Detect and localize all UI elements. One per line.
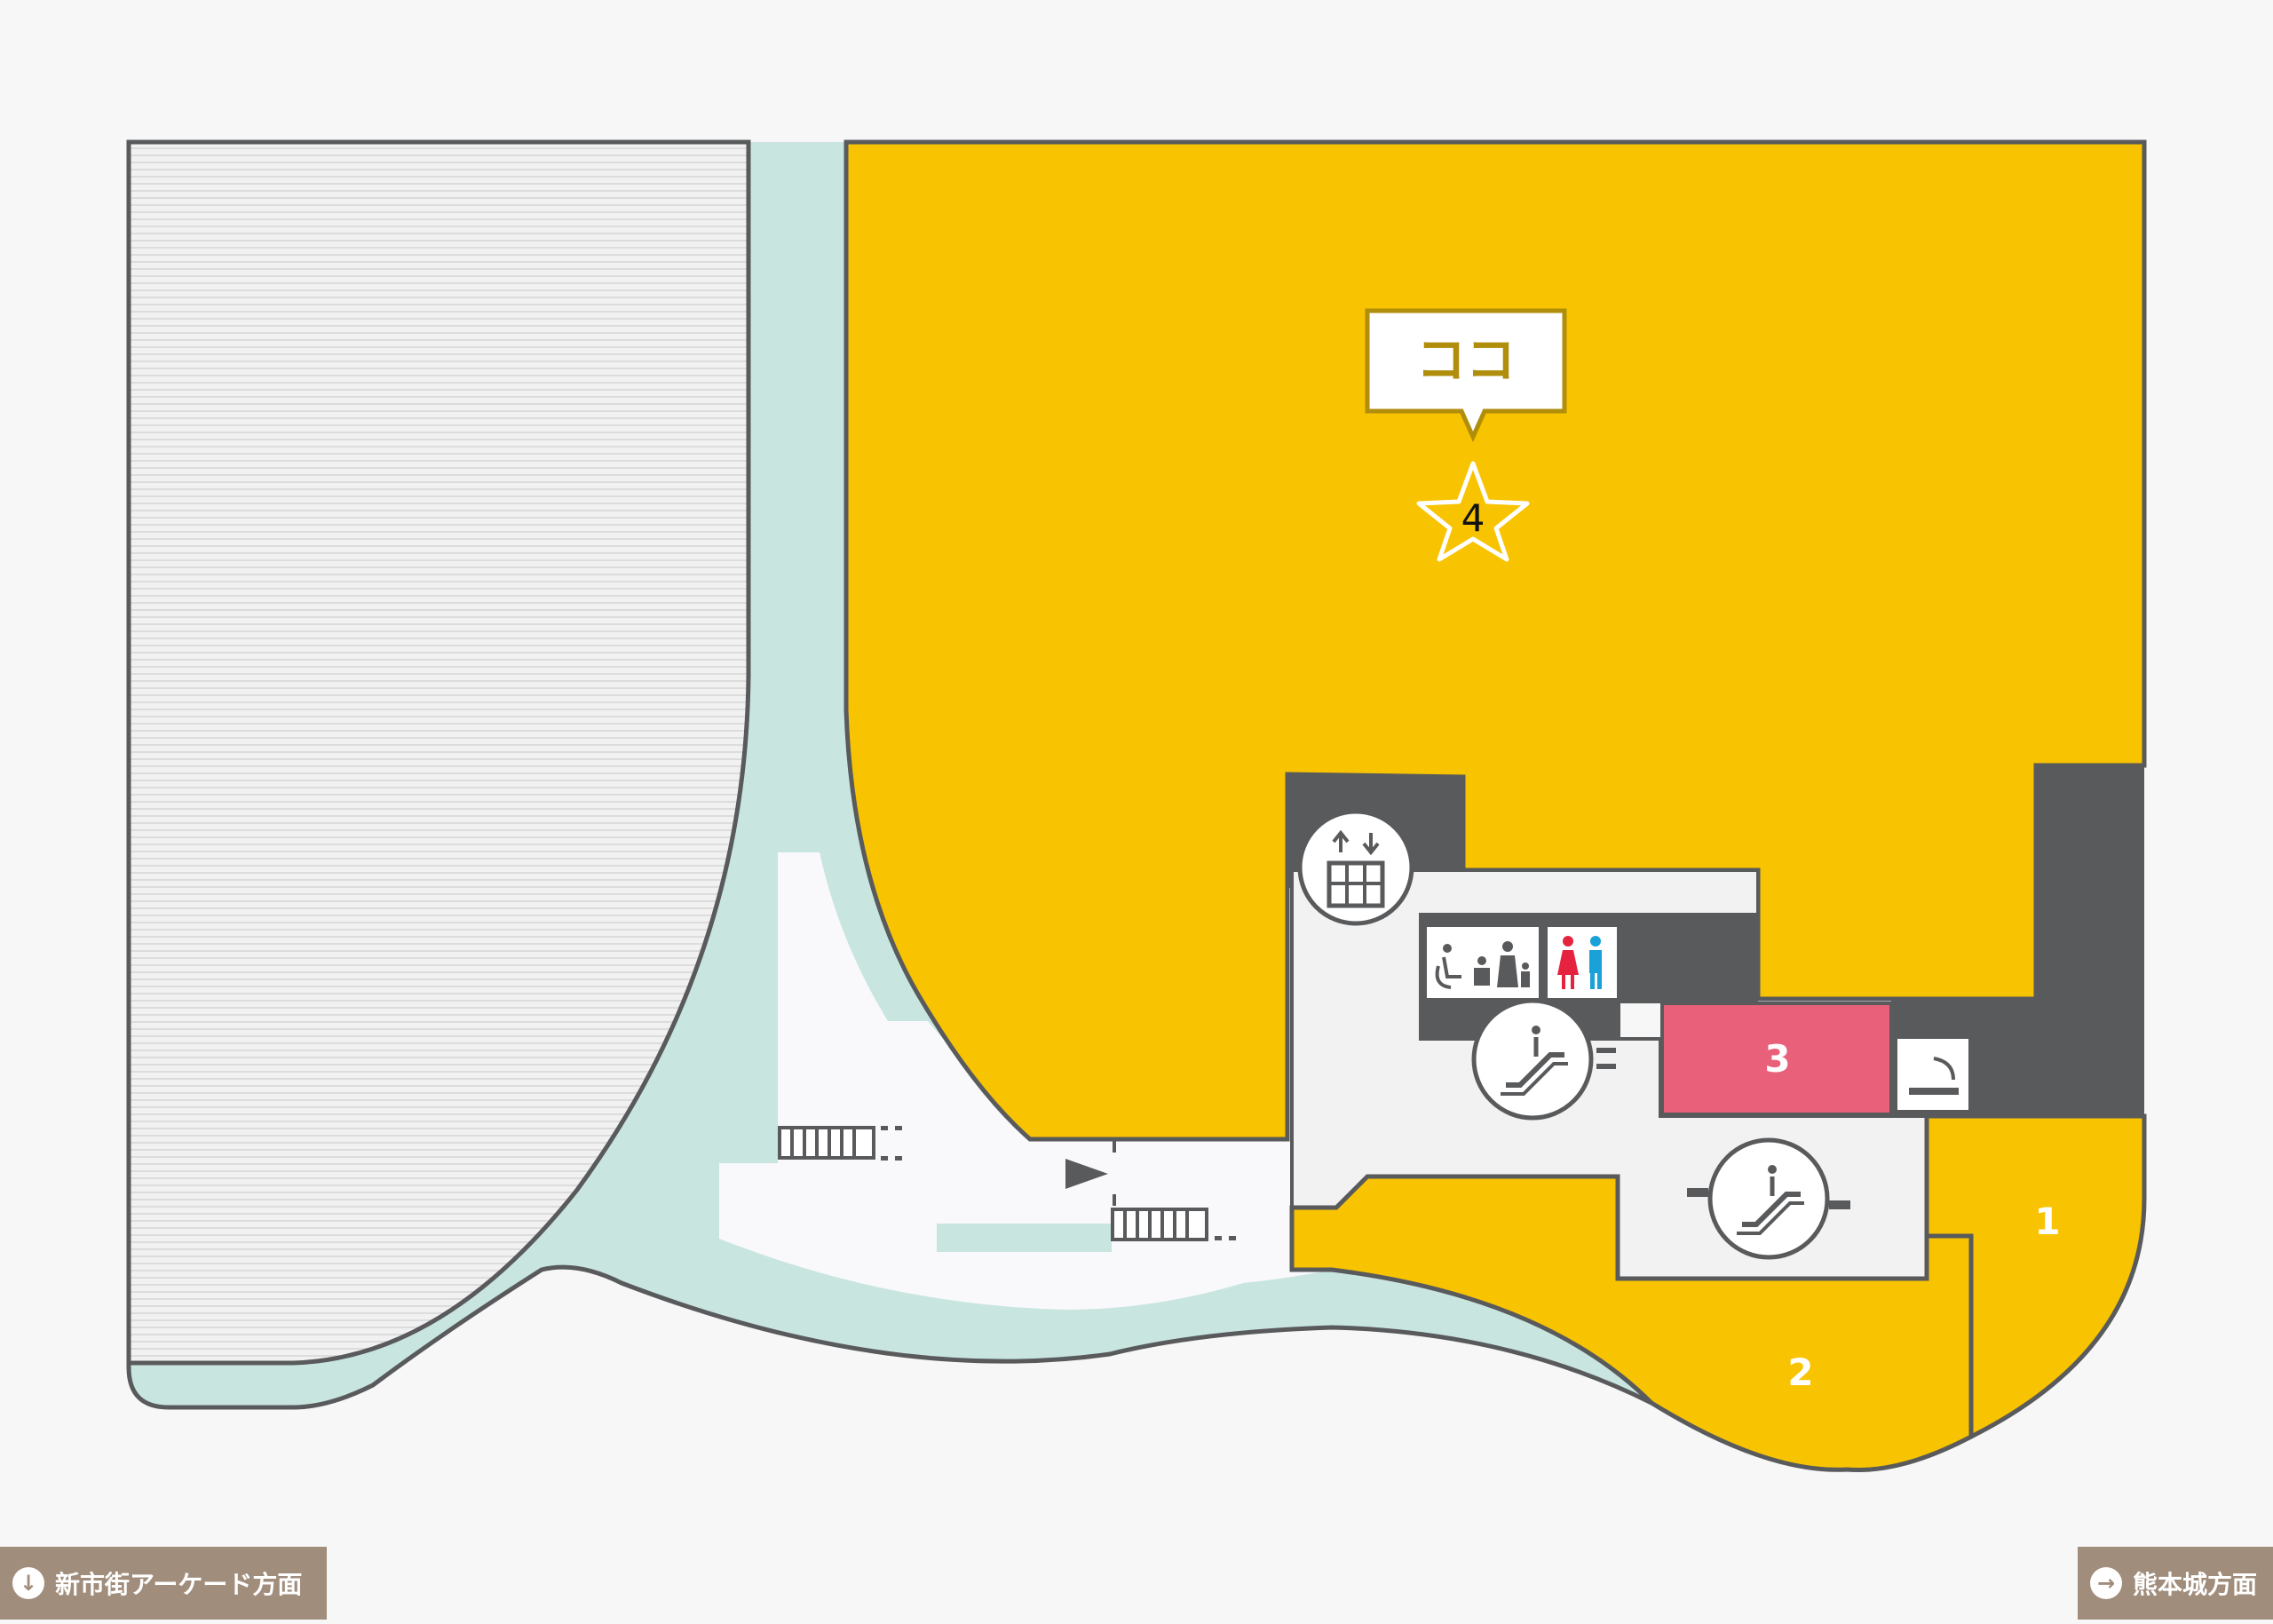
- store-area-4: [843, 139, 2147, 1142]
- store-area-3: [1660, 1002, 1893, 1116]
- direction-kumamoto-castle: → 熊本城方面: [2078, 1547, 2273, 1620]
- zone-label-1: 1: [2034, 1200, 2060, 1243]
- smoking-area-icon[interactable]: [1897, 1039, 1968, 1110]
- plaza-area: [719, 852, 1332, 1310]
- multipurpose-toilet-icon[interactable]: [1427, 927, 1539, 998]
- arrow-right-icon: →: [2090, 1567, 2122, 1599]
- escalator-icon-2[interactable]: [1687, 1137, 1850, 1260]
- here-label: ココ: [1416, 332, 1516, 390]
- entrance-arrow-icon: [1065, 1141, 1116, 1206]
- store-area-2: [1289, 1174, 1974, 1472]
- teal-strip: [937, 1224, 1112, 1252]
- outer-outline: [126, 1264, 1653, 1410]
- stairs-icon-2: [1111, 1208, 1236, 1241]
- arrow-down-icon: ↓: [12, 1567, 44, 1599]
- service-block-right: [1891, 765, 2144, 1116]
- elevator-icon[interactable]: [1297, 809, 1414, 926]
- current-location-star-icon: [1416, 461, 1530, 562]
- striped-building: [126, 139, 751, 1366]
- zone-label-3: 3: [1764, 1037, 1790, 1081]
- store-area-1: [1924, 1113, 2147, 1441]
- stairs-icon: [778, 1126, 902, 1161]
- direction-shinshigai-arcade: ↓ 新市街アーケード方面: [0, 1547, 327, 1620]
- current-location-callout: ココ: [1365, 308, 1567, 443]
- zone-label-2: 2: [1787, 1351, 1813, 1394]
- escalator-icon[interactable]: [1471, 998, 1616, 1121]
- restroom-icon[interactable]: [1548, 927, 1617, 998]
- current-location-number: 4: [1461, 496, 1485, 540]
- direction-label-left: 新市街アーケード方面: [55, 1570, 303, 1599]
- direction-label-right: 熊本城方面: [2133, 1570, 2258, 1599]
